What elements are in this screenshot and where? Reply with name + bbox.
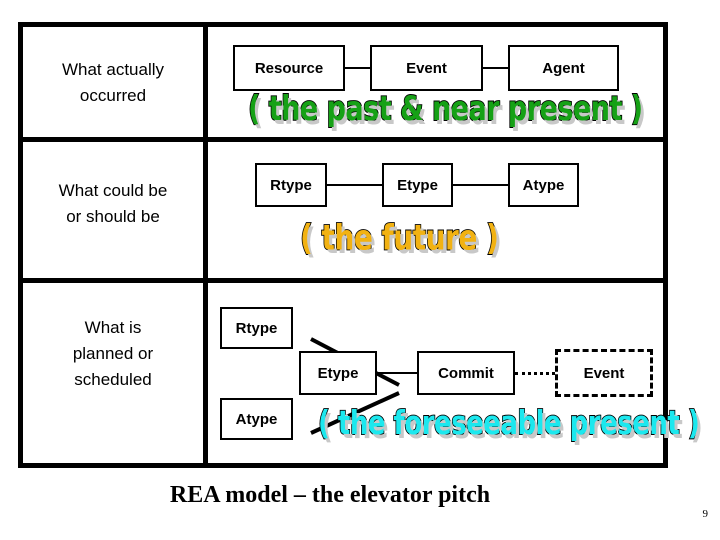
wordart-the-future: ( the future ) [299,216,499,259]
wordart-the-past-and-near-present: ( the past & near present ) [247,89,644,130]
connector-rtype-etype-row2 [327,184,382,186]
row-label-what-is-planned: What is planned or scheduled [23,315,203,393]
row-label-1-line-1: What actually [61,60,165,79]
rea-matrix-table: What actually occurred Resource Event Ag… [18,22,668,468]
connector-etype-commit [377,372,417,374]
row-label-what-could-be: What could be or should be [23,178,203,230]
connector-commit-event-dotted [515,372,555,375]
row-label-2-line-1: What could be [58,181,168,200]
column-divider [203,27,208,463]
box-etype-row3[interactable]: Etype [299,351,377,395]
box-atype-row3[interactable]: Atype [220,398,293,440]
row-label-3-line-3: scheduled [74,370,152,389]
connector-event-agent [483,67,508,69]
box-event[interactable]: Event [370,45,483,91]
row-label-3-line-2: planned or [72,344,154,363]
row-label-2-line-2: or should be [66,207,160,226]
row-label-3-line-1: What is [84,318,142,337]
connector-resource-event [345,67,370,69]
row-divider-1 [23,137,663,142]
box-atype-row2[interactable]: Atype [508,163,579,207]
box-agent[interactable]: Agent [508,45,619,91]
box-rtype-row2[interactable]: Rtype [255,163,327,207]
box-commit[interactable]: Commit [417,351,515,395]
connector-etype-atype-row2 [453,184,508,186]
box-event-planned[interactable]: Event [555,349,653,397]
box-rtype-row3[interactable]: Rtype [220,307,293,349]
box-resource[interactable]: Resource [233,45,345,91]
page-number: 9 [702,508,709,520]
slide-caption: REA model – the elevator pitch [169,482,491,508]
box-etype-row2[interactable]: Etype [382,163,453,207]
wordart-the-foreseeable-present: ( the foreseeable present ) [317,404,700,443]
row-label-1-line-2: occurred [79,86,147,105]
row-label-what-actually-occurred: What actually occurred [23,57,203,109]
row-divider-2 [23,278,663,283]
